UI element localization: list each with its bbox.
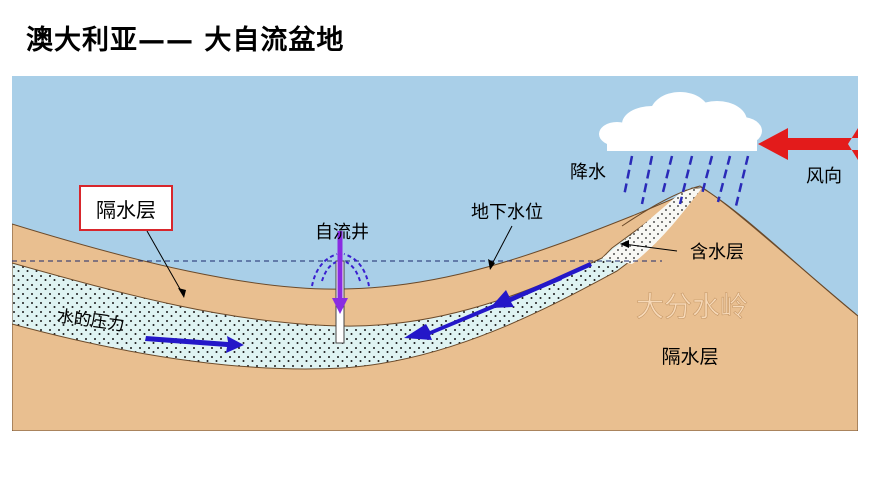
wind-direction-label: 风向 (806, 166, 842, 187)
bottom-aquiclude-label: 隔水层 (661, 346, 718, 368)
aquiclude-label-box (79, 185, 173, 231)
aquifer-label: 含水层 (690, 242, 744, 263)
artesian-well-label: 自流井 (315, 222, 369, 243)
leader-arrowheads (178, 240, 629, 298)
mountain-ridge (621, 185, 858, 317)
precipitation-label: 降水 (570, 162, 606, 183)
rain-icon (622, 155, 750, 207)
divide-label: 大分水岭 (636, 290, 748, 323)
cloud-icon (599, 92, 762, 151)
page-title: 澳大利亚—— 大自流盆地 (26, 25, 345, 56)
wind-arrow-icon (758, 128, 858, 160)
groundwater-diagram: 隔水层 自流井 地下水位 降水 风向 含水层 大分水岭 隔水层 水的压力 (12, 76, 858, 431)
artesian-well-icon (311, 231, 370, 344)
leader-lines (146, 225, 678, 297)
groundwater-flow-arrows (145, 262, 592, 353)
aquiclude-label: 隔水层 (96, 198, 156, 222)
water-table-label: 地下水位 (471, 202, 543, 223)
